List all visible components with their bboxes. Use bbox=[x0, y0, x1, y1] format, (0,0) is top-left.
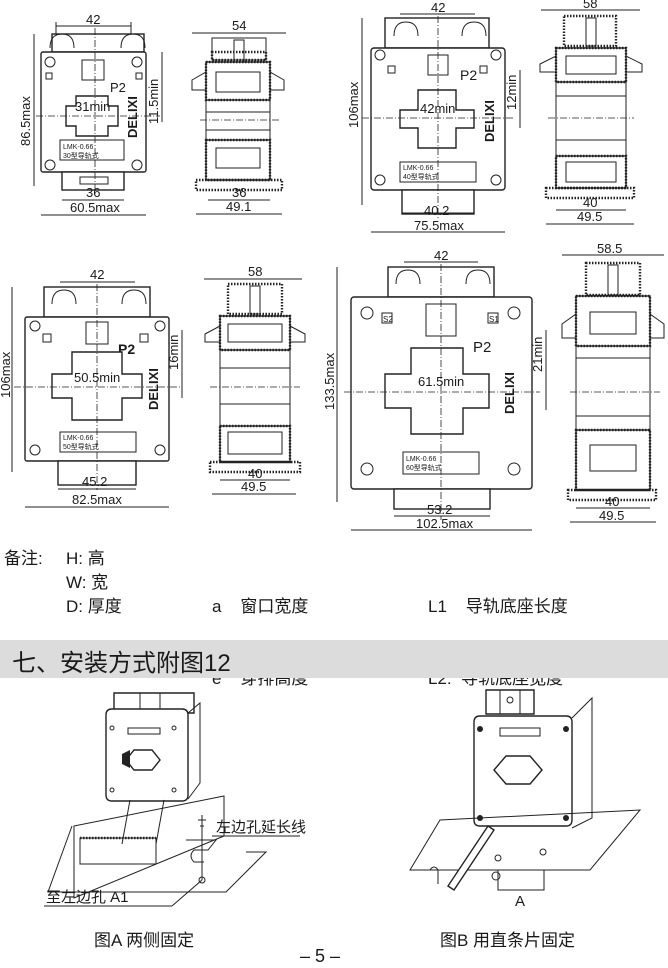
dim-side-depth: 49.5 bbox=[577, 209, 602, 224]
drawing-60-front: 42 S2 S1 P2 61.5min DELIXI LMK-0.66 60型导… bbox=[322, 248, 547, 531]
dim-side-top: 54 bbox=[232, 18, 246, 33]
dim-height: 133.5max bbox=[322, 352, 337, 410]
drawing-60-side: 58.5 40 49.5 bbox=[561, 241, 665, 523]
dim-e: 11.5min bbox=[146, 79, 161, 124]
dim-side-depth: 49.5 bbox=[241, 479, 266, 494]
figure-a-callout-top: 左边孔延长线 bbox=[216, 819, 306, 836]
figure-b-illustration bbox=[409, 689, 642, 891]
dim-window-width: 31min bbox=[75, 99, 110, 114]
nameplate-line: LMK-0.66 bbox=[63, 144, 93, 151]
dim-width: 60.5max bbox=[70, 200, 120, 215]
figure-a-illustration bbox=[44, 692, 300, 907]
notes-col-1: H: 高 W: 宽 D: 厚度 bbox=[66, 547, 122, 619]
page-number: – 5 – bbox=[300, 946, 341, 966]
dim-width: 75.5max bbox=[414, 218, 464, 233]
dim-top-width: 42 bbox=[86, 12, 100, 27]
figure-a-caption: 图A 两侧固定 bbox=[94, 931, 195, 950]
dim-l1: 36 bbox=[86, 185, 100, 200]
dim-l1: 45.2 bbox=[82, 474, 107, 489]
brand-label: DELIXI bbox=[146, 368, 161, 410]
drawing-50-side: 58 40 49.5 bbox=[204, 264, 306, 495]
dim-side-top: 58.5 bbox=[597, 241, 622, 256]
nameplate-line: 30型导轨式 bbox=[63, 151, 99, 160]
dim-l1: 40.2 bbox=[424, 203, 449, 218]
figure-b-dimension-label: A bbox=[515, 893, 525, 910]
dim-top-width: 42 bbox=[431, 0, 445, 15]
dim-e: 16min bbox=[166, 335, 181, 370]
dim-e: 12min bbox=[504, 75, 519, 110]
nameplate-line: LMK-0.66 bbox=[406, 456, 436, 463]
terminal-label: P2 bbox=[473, 339, 491, 356]
note-item: W: 宽 bbox=[66, 573, 109, 592]
dimension-drawings: 42 P2 31min DELIXI LMK-0.66 30型导轨式 86.5m… bbox=[0, 0, 665, 531]
note-item: H: 高 bbox=[66, 549, 105, 568]
dim-top-width: 42 bbox=[90, 267, 104, 282]
dim-e: 21min bbox=[530, 337, 545, 372]
dim-side-top: 58 bbox=[248, 264, 262, 279]
section-title: 七、安装方式附图12 bbox=[12, 650, 231, 677]
brand-label: DELIXI bbox=[502, 372, 517, 414]
drawing-40-front: 42 P2 42min DELIXI LMK-0.66 40型导轨式 106ma… bbox=[346, 0, 521, 233]
brand-label: DELIXI bbox=[125, 96, 140, 138]
notes-prefix: 备注: bbox=[4, 549, 43, 568]
nameplate-line: 50型导轨式 bbox=[63, 442, 99, 451]
dim-width: 102.5max bbox=[416, 516, 474, 531]
drawing-30-front: 42 P2 31min DELIXI LMK-0.66 30型导轨式 86.5m… bbox=[18, 12, 163, 216]
nameplate-line: 40型导轨式 bbox=[403, 172, 439, 181]
note-item: a 窗口宽度 bbox=[212, 597, 309, 616]
drawing-30-side: 54 36 49.1 bbox=[191, 18, 286, 215]
figure-a-callout-bottom: 至左边孔 A1 bbox=[46, 889, 129, 906]
drawing-50-front: 42 P2 50.5min DELIXI LMK-0.66 50型导轨式 106… bbox=[0, 267, 183, 508]
dim-side-depth: 49.1 bbox=[226, 199, 251, 214]
dim-l1: 53.2 bbox=[427, 502, 452, 517]
brand-label: DELIXI bbox=[482, 100, 497, 142]
note-item: D: 厚度 bbox=[66, 597, 122, 616]
figure-b-caption: 图B 用直条片固定 bbox=[440, 931, 576, 950]
nameplate-line: 60型导轨式 bbox=[406, 463, 442, 472]
dim-side-l2: 40 bbox=[248, 466, 262, 481]
dim-height: 106max bbox=[0, 351, 13, 398]
dim-height: 106max bbox=[346, 81, 361, 128]
dim-side-top: 58 bbox=[583, 0, 597, 11]
dim-side-depth: 49.5 bbox=[599, 508, 624, 523]
dim-side-l2: 40 bbox=[583, 195, 597, 210]
dim-height: 86.5max bbox=[18, 96, 33, 146]
section-heading-bar: 七、安装方式附图12 bbox=[0, 640, 668, 678]
dim-side-l2: 40 bbox=[605, 494, 619, 509]
dim-width: 82.5max bbox=[72, 492, 122, 507]
nameplate-line: LMK-0.66 bbox=[63, 435, 93, 442]
terminal-label: P2 bbox=[110, 80, 126, 95]
note-item: L1 导轨底座长度 bbox=[428, 597, 568, 616]
dim-side-l2: 36 bbox=[232, 185, 246, 200]
s2-label: S2 bbox=[383, 315, 393, 324]
nameplate-line: LMK-0.66 bbox=[403, 165, 433, 172]
dim-window-width: 42min bbox=[420, 101, 455, 116]
dim-top-width: 42 bbox=[434, 248, 448, 263]
s1-label: S1 bbox=[489, 315, 499, 324]
terminal-label: P2 bbox=[460, 67, 477, 83]
drawing-40-side: 58 40 49.5 bbox=[539, 0, 643, 225]
